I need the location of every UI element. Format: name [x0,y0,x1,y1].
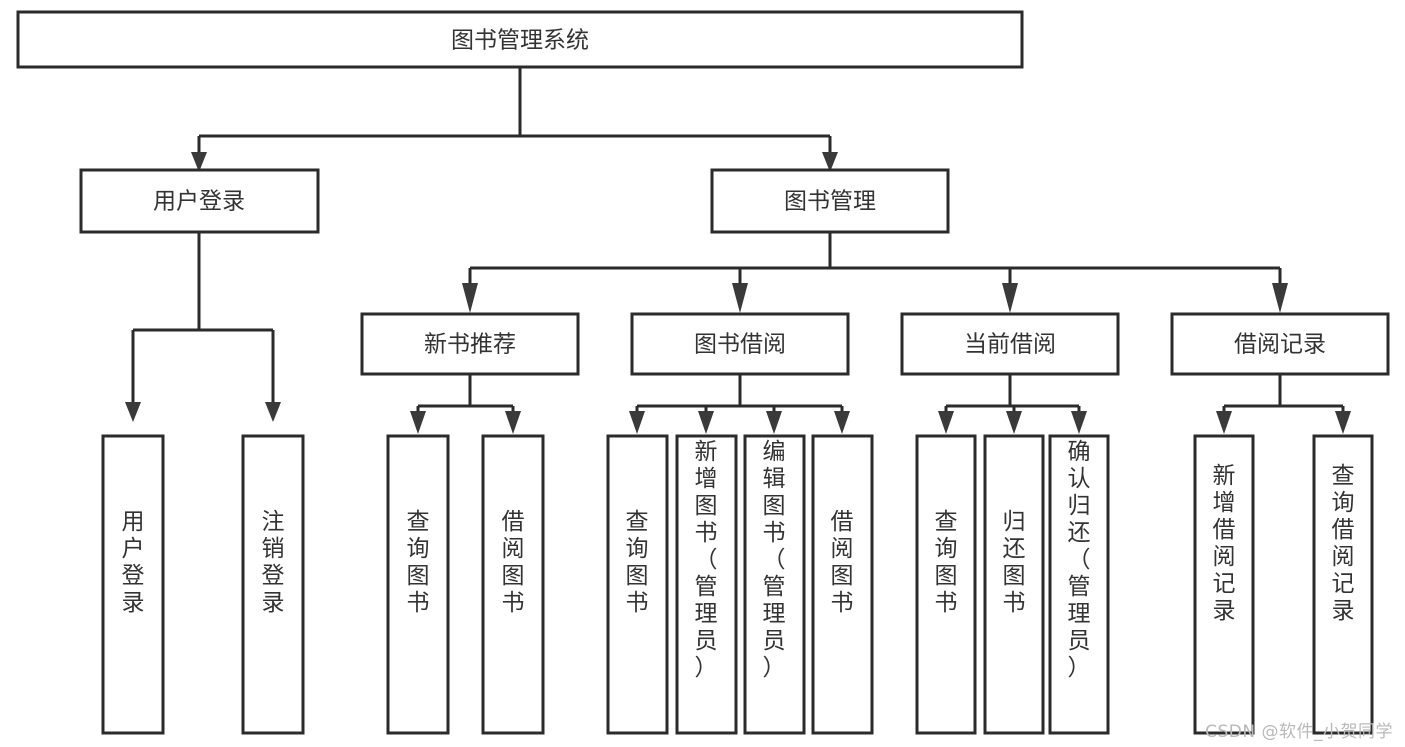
leaf-borrow-2-label: 新增图书（管理员） [695,439,718,681]
node-user-login-label: 用户登录 [153,189,245,215]
leaf-borrow-3[interactable]: 编辑图书（管理员） [743,434,806,735]
node-current-borrow-label: 当前借阅 [964,332,1056,358]
leaf-records-1-box[interactable] [1193,434,1255,735]
leaf-borrow-2-box[interactable] [675,434,738,735]
arrow-current-leaf-3 [1071,411,1087,434]
leaf-user-login-1-box[interactable] [101,434,165,735]
leaf-user-login-1-label: 用户登录 [122,509,145,616]
node-current-borrow[interactable]: 当前借阅 [900,312,1120,376]
leaf-records-2-box[interactable] [1312,434,1374,735]
arrow-to-records [1272,283,1288,313]
node-root[interactable]: 图书管理系统 [16,10,1024,69]
arrow-to-book-mgmt [822,152,838,172]
node-book-borrow[interactable]: 图书借阅 [630,312,850,376]
leaf-current-2-label: 归还图书 [1003,509,1026,616]
leaf-current-3-box[interactable] [1048,434,1110,735]
arrow-borrow-leaf-3 [766,411,782,434]
leaf-new-book-2-box[interactable] [481,434,545,735]
leaf-current-1-label: 查询图书 [935,509,958,616]
leaf-borrow-1[interactable]: 查询图书 [606,434,669,735]
node-book-management[interactable]: 图书管理 [710,168,950,234]
arrow-user-login-leaf-2 [265,402,281,422]
arrow-records-leaf-2 [1335,411,1351,434]
leaf-records-2[interactable]: 查询借阅记录 [1312,434,1374,735]
leaf-borrow-4[interactable]: 借阅图书 [811,434,874,735]
arrow-to-borrow [732,283,748,313]
arrow-to-newbook [462,283,478,313]
arrow-to-user-login [191,152,207,172]
arrow-borrow-leaf-1 [629,411,645,434]
node-root-box[interactable] [16,10,1024,69]
leaf-new-book-1[interactable]: 查询图书 [386,434,450,735]
leaf-new-book-2-label: 借阅图书 [502,509,525,616]
arrow-newbook-leaf-1 [410,411,426,434]
leaf-records-1[interactable]: 新增借阅记录 [1193,434,1255,735]
node-book-borrow-label: 图书借阅 [694,332,786,358]
leaf-current-3-label: 确认归还（管理员） [1068,439,1091,681]
leaf-current-3[interactable]: 确认归还（管理员） [1048,434,1110,735]
leaf-borrow-1-box[interactable] [606,434,669,735]
arrow-newbook-leaf-2 [505,411,521,434]
leaf-user-login-2[interactable]: 注销登录 [241,434,305,735]
node-borrow-records-label: 借阅记录 [1234,332,1326,358]
leaf-new-book-1-box[interactable] [386,434,450,735]
arrow-borrow-leaf-2 [698,411,714,434]
leaf-borrow-1-label: 查询图书 [626,509,649,616]
leaf-borrow-3-label: 编辑图书（管理员） [763,439,786,681]
leaf-records-1-label: 新增借阅记录 [1213,463,1236,624]
node-new-book-recommend-label: 新书推荐 [424,332,516,358]
arrow-current-leaf-1 [938,411,954,434]
node-new-book-recommend[interactable]: 新书推荐 [360,312,580,376]
leaf-current-1[interactable]: 查询图书 [915,434,977,735]
leaf-current-2[interactable]: 归还图书 [983,434,1045,735]
leaf-records-2-label: 查询借阅记录 [1332,463,1355,624]
leaf-user-login-1[interactable]: 用户登录 [101,434,165,735]
node-borrow-records-box[interactable] [1170,312,1390,376]
leaf-current-2-box[interactable] [983,434,1045,735]
node-user-login-box[interactable] [79,168,320,234]
node-borrow-records[interactable]: 借阅记录 [1170,312,1390,376]
leaf-current-1-box[interactable] [915,434,977,735]
node-new-book-recommend-box[interactable] [360,312,580,376]
leaf-borrow-4-label: 借阅图书 [831,509,854,616]
connector-layer [125,67,1351,434]
node-root-label: 图书管理系统 [451,28,589,54]
leaf-borrow-4-box[interactable] [811,434,874,735]
arrow-to-current [1002,283,1018,313]
arrow-records-leaf-1 [1216,411,1232,434]
leaf-user-login-2-label: 注销登录 [262,509,285,616]
leaf-borrow-3-box[interactable] [743,434,806,735]
node-book-borrow-box[interactable] [630,312,850,376]
arrow-user-login-leaf-1 [125,402,141,422]
node-book-management-box[interactable] [710,168,950,234]
leaf-new-book-1-label: 查询图书 [407,509,430,616]
node-book-management-label: 图书管理 [784,189,876,215]
leaf-borrow-2[interactable]: 新增图书（管理员） [675,434,738,735]
leaf-new-book-2[interactable]: 借阅图书 [481,434,545,735]
csdn-watermark: CSDN @软件_小贺同学 [1205,722,1393,742]
node-current-borrow-box[interactable] [900,312,1120,376]
arrow-current-leaf-2 [1006,411,1022,434]
leaf-user-login-2-box[interactable] [241,434,305,735]
node-user-login[interactable]: 用户登录 [79,168,320,234]
arrow-borrow-leaf-4 [834,411,850,434]
